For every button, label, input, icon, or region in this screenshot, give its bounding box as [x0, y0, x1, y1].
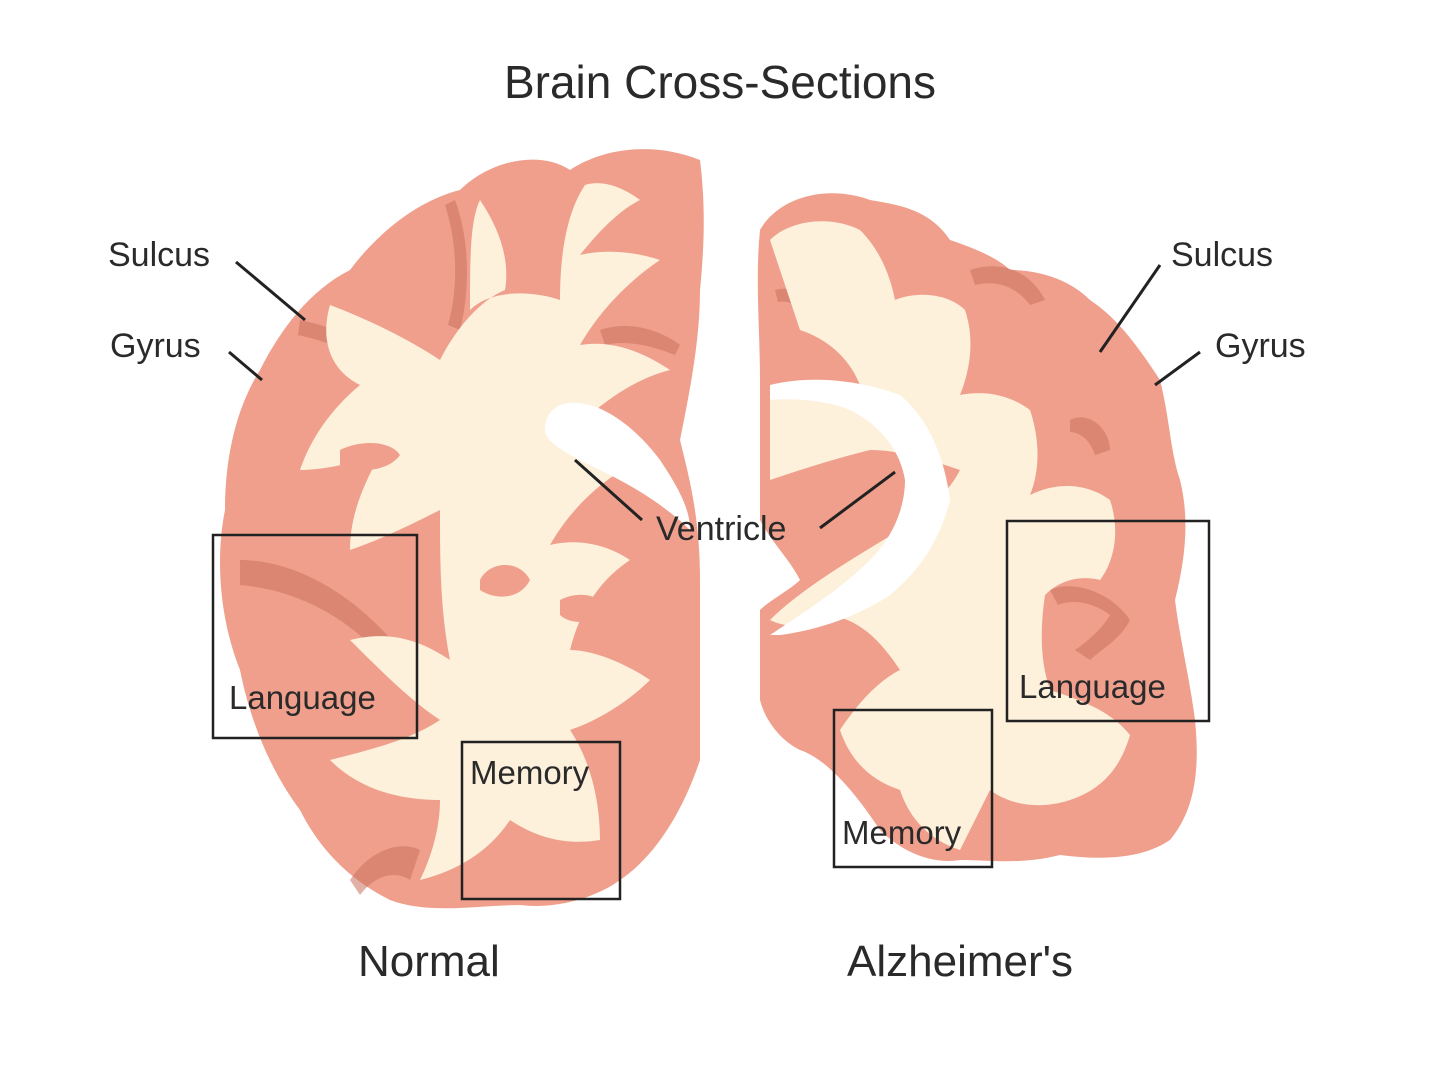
normal-gyrus-label: Gyrus [110, 327, 201, 365]
alz-white-matter [770, 221, 1130, 851]
normal-ventricle-pointer [573, 458, 644, 522]
normal-hemisphere [211, 149, 704, 909]
normal-language-label: Language [229, 679, 376, 716]
normal-memory-box [460, 740, 622, 901]
alz-memory-label: Memory [842, 814, 962, 851]
alz-sulcus-pointer [1098, 264, 1162, 353]
diagram-title: Brain Cross-Sections [503, 56, 937, 108]
alz-gyrus-label: Gyrus [1215, 327, 1306, 365]
normal-sulcus-label: Sulcus [108, 236, 211, 274]
normal-caption: Normal [358, 937, 500, 986]
normal-white-matter [300, 183, 670, 880]
alz-language-box [1005, 519, 1211, 723]
alz-memory-box [832, 708, 994, 869]
normal-memory-label: Memory [470, 754, 590, 791]
alz-ventricle [770, 379, 950, 635]
ventricle-label: Ventricle [656, 510, 787, 548]
alz-language-label: Language [1019, 668, 1166, 705]
normal-sulcus-pointer [235, 260, 306, 322]
normal-gyrus-pointer [228, 350, 263, 382]
alzheimers-hemisphere [757, 193, 1211, 869]
normal-gray-islands [340, 443, 610, 622]
alzheimers-caption: Alzheimer's [847, 937, 1074, 986]
alz-ventricle-pointer [819, 470, 896, 530]
alz-sulcus-label: Sulcus [1171, 236, 1274, 274]
normal-language-box [211, 533, 419, 740]
alz-gyrus-pointer [1154, 350, 1201, 387]
normal-ventricle [545, 402, 690, 530]
